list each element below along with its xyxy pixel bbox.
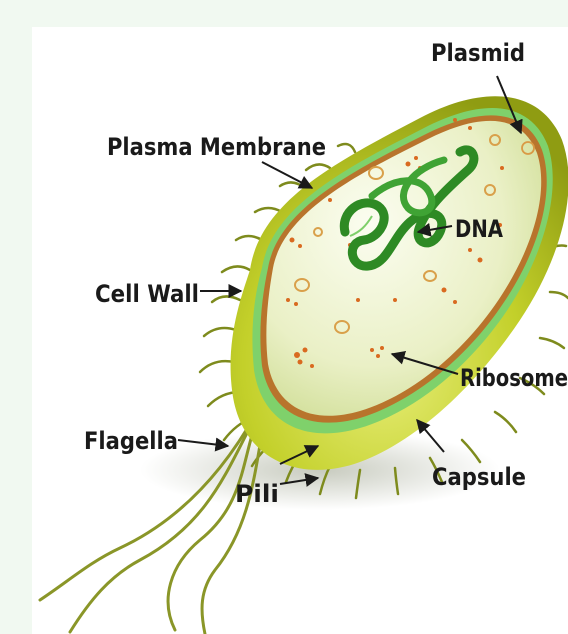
capsule-label: Capsule [432,463,526,491]
plasmid-label: Plasmid [431,39,525,67]
flagella-label: Flagella [84,427,178,455]
ribosome-label: Ribosome [460,364,568,392]
dna-label: DNA [455,215,503,243]
plasma-membrane-label: Plasma Membrane [107,133,326,161]
pili-label: Pili [235,480,279,508]
cell-wall-label: Cell Wall [95,280,199,308]
